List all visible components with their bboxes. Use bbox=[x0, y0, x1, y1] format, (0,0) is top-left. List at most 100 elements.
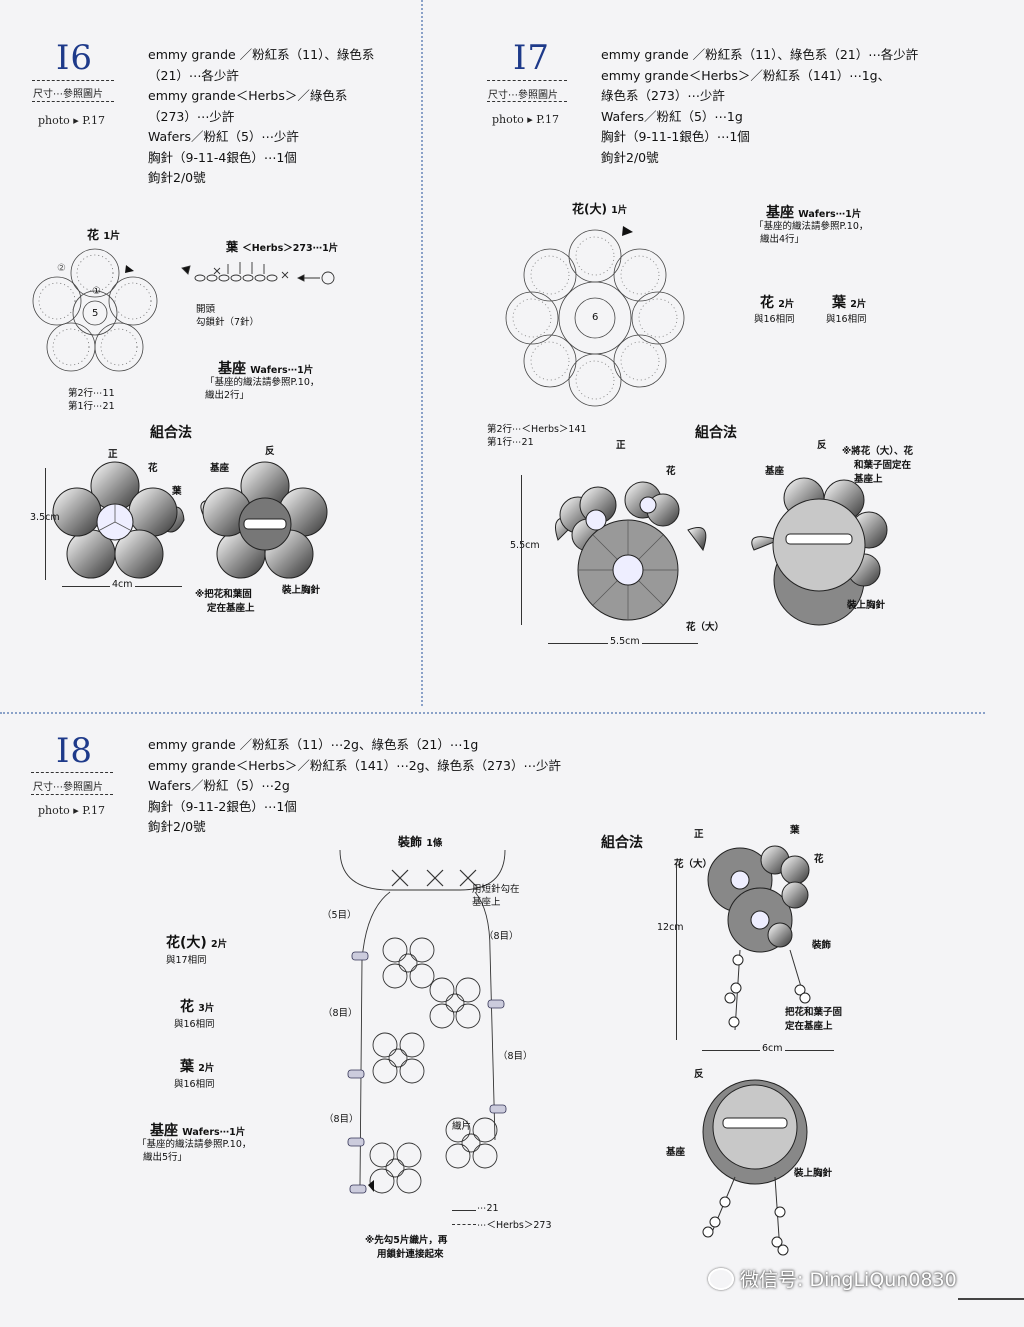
back-label: 反 bbox=[817, 440, 827, 451]
watermark-text: 微信号: DingLiQun0830 bbox=[740, 1269, 957, 1291]
motif-label: 織片 bbox=[452, 1121, 472, 1132]
flower-label: 花 1片 bbox=[87, 226, 120, 243]
pattern-number-17: I7 bbox=[513, 38, 551, 78]
base-label: 基座 Wafers⋯1片 bbox=[150, 1120, 245, 1140]
base-note-line: 織出2行」 bbox=[205, 390, 250, 401]
round-marker-1: ① bbox=[92, 286, 101, 297]
fix-note-line: ※將花（大）、花 bbox=[842, 446, 913, 457]
eye-count-8: （8目） bbox=[324, 1114, 359, 1125]
legend-herbs: ⋯＜Herbs＞273 bbox=[477, 1220, 552, 1231]
material-line: 胸針（9-11-4銀色）⋯1個 bbox=[148, 149, 297, 165]
flower-chart-16 bbox=[32, 248, 158, 372]
page-edge-line bbox=[958, 1298, 1024, 1300]
number-rule bbox=[32, 80, 114, 81]
number-rule bbox=[487, 101, 567, 102]
height-dimension-line bbox=[521, 475, 522, 625]
assembly-front-18 bbox=[707, 845, 811, 1031]
base-note-line: 「基座的織法請參照P.10， bbox=[205, 377, 320, 388]
height-dimension-line bbox=[676, 862, 677, 1040]
height-dimension-line bbox=[45, 468, 46, 580]
flower-count: 3片 bbox=[198, 1003, 215, 1014]
number-rule bbox=[32, 101, 114, 102]
big-flower-callout: 花（大） bbox=[674, 859, 713, 870]
eye-count-8: （8目） bbox=[498, 1051, 533, 1062]
size-note: 尺寸⋯參照圖片 bbox=[33, 89, 103, 100]
big-flower-same-note: 與17相同 bbox=[166, 955, 207, 966]
assembly-back-16 bbox=[200, 461, 328, 579]
height-dimension: 3.5cm bbox=[30, 512, 60, 523]
fix-note-line: 定在基座上 bbox=[207, 603, 255, 614]
material-line: emmy grande＜Herbs＞／粉紅系（141）⋯2g、綠色系（273）⋯… bbox=[148, 757, 561, 773]
row-2-note: 第2行⋯＜Herbs＞141 bbox=[487, 424, 587, 435]
number-rule bbox=[31, 772, 113, 773]
leaf-title: 葉 bbox=[226, 240, 239, 254]
size-note: 尺寸⋯參照圖片 bbox=[488, 90, 558, 101]
assembly-title: 組合法 bbox=[695, 425, 737, 441]
decoration-chart-18 bbox=[339, 849, 507, 1194]
flower-same-note: 與16相同 bbox=[754, 314, 795, 325]
back-label: 反 bbox=[265, 446, 275, 457]
front-label: 正 bbox=[108, 449, 118, 460]
material-line: （273）⋯少許 bbox=[148, 108, 235, 124]
base-title: 基座 bbox=[218, 361, 246, 377]
fix-note: ※將花（大）、花 和葉子固定在 基座上 bbox=[842, 445, 913, 487]
material-line: Wafers／粉紅（5）⋯少許 bbox=[148, 129, 299, 144]
big-flower-label: 花(大) 1片 bbox=[572, 200, 627, 217]
flower-title: 花 bbox=[180, 999, 194, 1015]
base-label: 基座 Wafers⋯1片 bbox=[218, 358, 313, 378]
leaf-callout: 葉 bbox=[790, 825, 800, 836]
horizontal-divider bbox=[0, 712, 985, 714]
base-note-line: 織出5行」 bbox=[143, 1152, 188, 1163]
assembly-front-17 bbox=[555, 481, 707, 621]
decoration-callout: 裝飾 bbox=[812, 940, 832, 951]
leaf-title: 葉 bbox=[832, 295, 846, 311]
base-callout: 基座 bbox=[666, 1147, 686, 1158]
flower-center-number: 6 bbox=[592, 312, 599, 323]
assembly-back-17 bbox=[751, 477, 888, 626]
big-flower-count: 1片 bbox=[611, 205, 628, 216]
base-callout: 基座 bbox=[765, 466, 785, 477]
material-line: 鉤針2/0號 bbox=[148, 819, 206, 834]
leaf-count: 2片 bbox=[850, 299, 867, 310]
front-label: 正 bbox=[694, 829, 704, 840]
legend-line-21 bbox=[452, 1210, 476, 1211]
big-flower-label: 花(大) 2片 bbox=[166, 932, 227, 952]
legend-line-herbs bbox=[452, 1224, 476, 1225]
assembly-title: 組合法 bbox=[150, 425, 192, 441]
round-marker-2: ② bbox=[57, 263, 66, 274]
sew-note-line: 基座上 bbox=[472, 897, 501, 908]
fix-note-line: ※把花和葉固 bbox=[195, 589, 252, 600]
leaf-callout: 葉 bbox=[172, 486, 182, 497]
watermark: 微信号: DingLiQun0830 bbox=[708, 1265, 957, 1292]
photo-reference: photo ▸ P.17 bbox=[38, 804, 105, 817]
material-line: 鉤針2/0號 bbox=[148, 170, 206, 185]
eye-count-8: （8目） bbox=[323, 1008, 358, 1019]
material-line: 鉤針2/0號 bbox=[601, 149, 659, 165]
assembly-front-16 bbox=[52, 461, 185, 579]
base-detail: Wafers⋯1片 bbox=[798, 209, 862, 220]
fix-note-line: 和葉子固定在 bbox=[854, 460, 912, 471]
flower-count: 2片 bbox=[778, 299, 795, 310]
material-line: emmy grande ／粉紅系（11）、綠色系 bbox=[148, 47, 375, 62]
width-dimension: 5.5cm bbox=[608, 636, 642, 647]
flower-title: 花 bbox=[760, 295, 774, 311]
base-detail: Wafers⋯1片 bbox=[250, 365, 314, 376]
big-flower-title: 花(大) bbox=[166, 935, 207, 951]
flower-label: 花 3片 bbox=[180, 996, 214, 1016]
brooch-note: 裝上胸針 bbox=[794, 1168, 833, 1179]
base-title: 基座 bbox=[150, 1123, 178, 1139]
leaf-same-note: 與16相同 bbox=[826, 314, 867, 325]
vertical-divider bbox=[421, 0, 423, 706]
flower-callout: 花 bbox=[814, 854, 824, 865]
chain-note-line: 勾鎖針（7針） bbox=[196, 317, 260, 328]
leaf-count: 2片 bbox=[198, 1063, 215, 1074]
material-line: 胸針（9-11-1銀色）⋯1個 bbox=[601, 129, 750, 144]
eye-count-5: （5目） bbox=[322, 910, 357, 921]
photo-reference: photo ▸ P.17 bbox=[492, 113, 559, 126]
assembly-back-18 bbox=[702, 1079, 808, 1256]
number-rule bbox=[31, 794, 113, 795]
width-dimension: 4cm bbox=[110, 579, 135, 590]
height-dimension: 12cm bbox=[657, 922, 684, 933]
material-line: 綠色系（273）⋯少許 bbox=[601, 88, 725, 103]
material-line: emmy grande ／粉紅系（11）⋯2g、綠色系（21）⋯1g bbox=[148, 737, 479, 752]
